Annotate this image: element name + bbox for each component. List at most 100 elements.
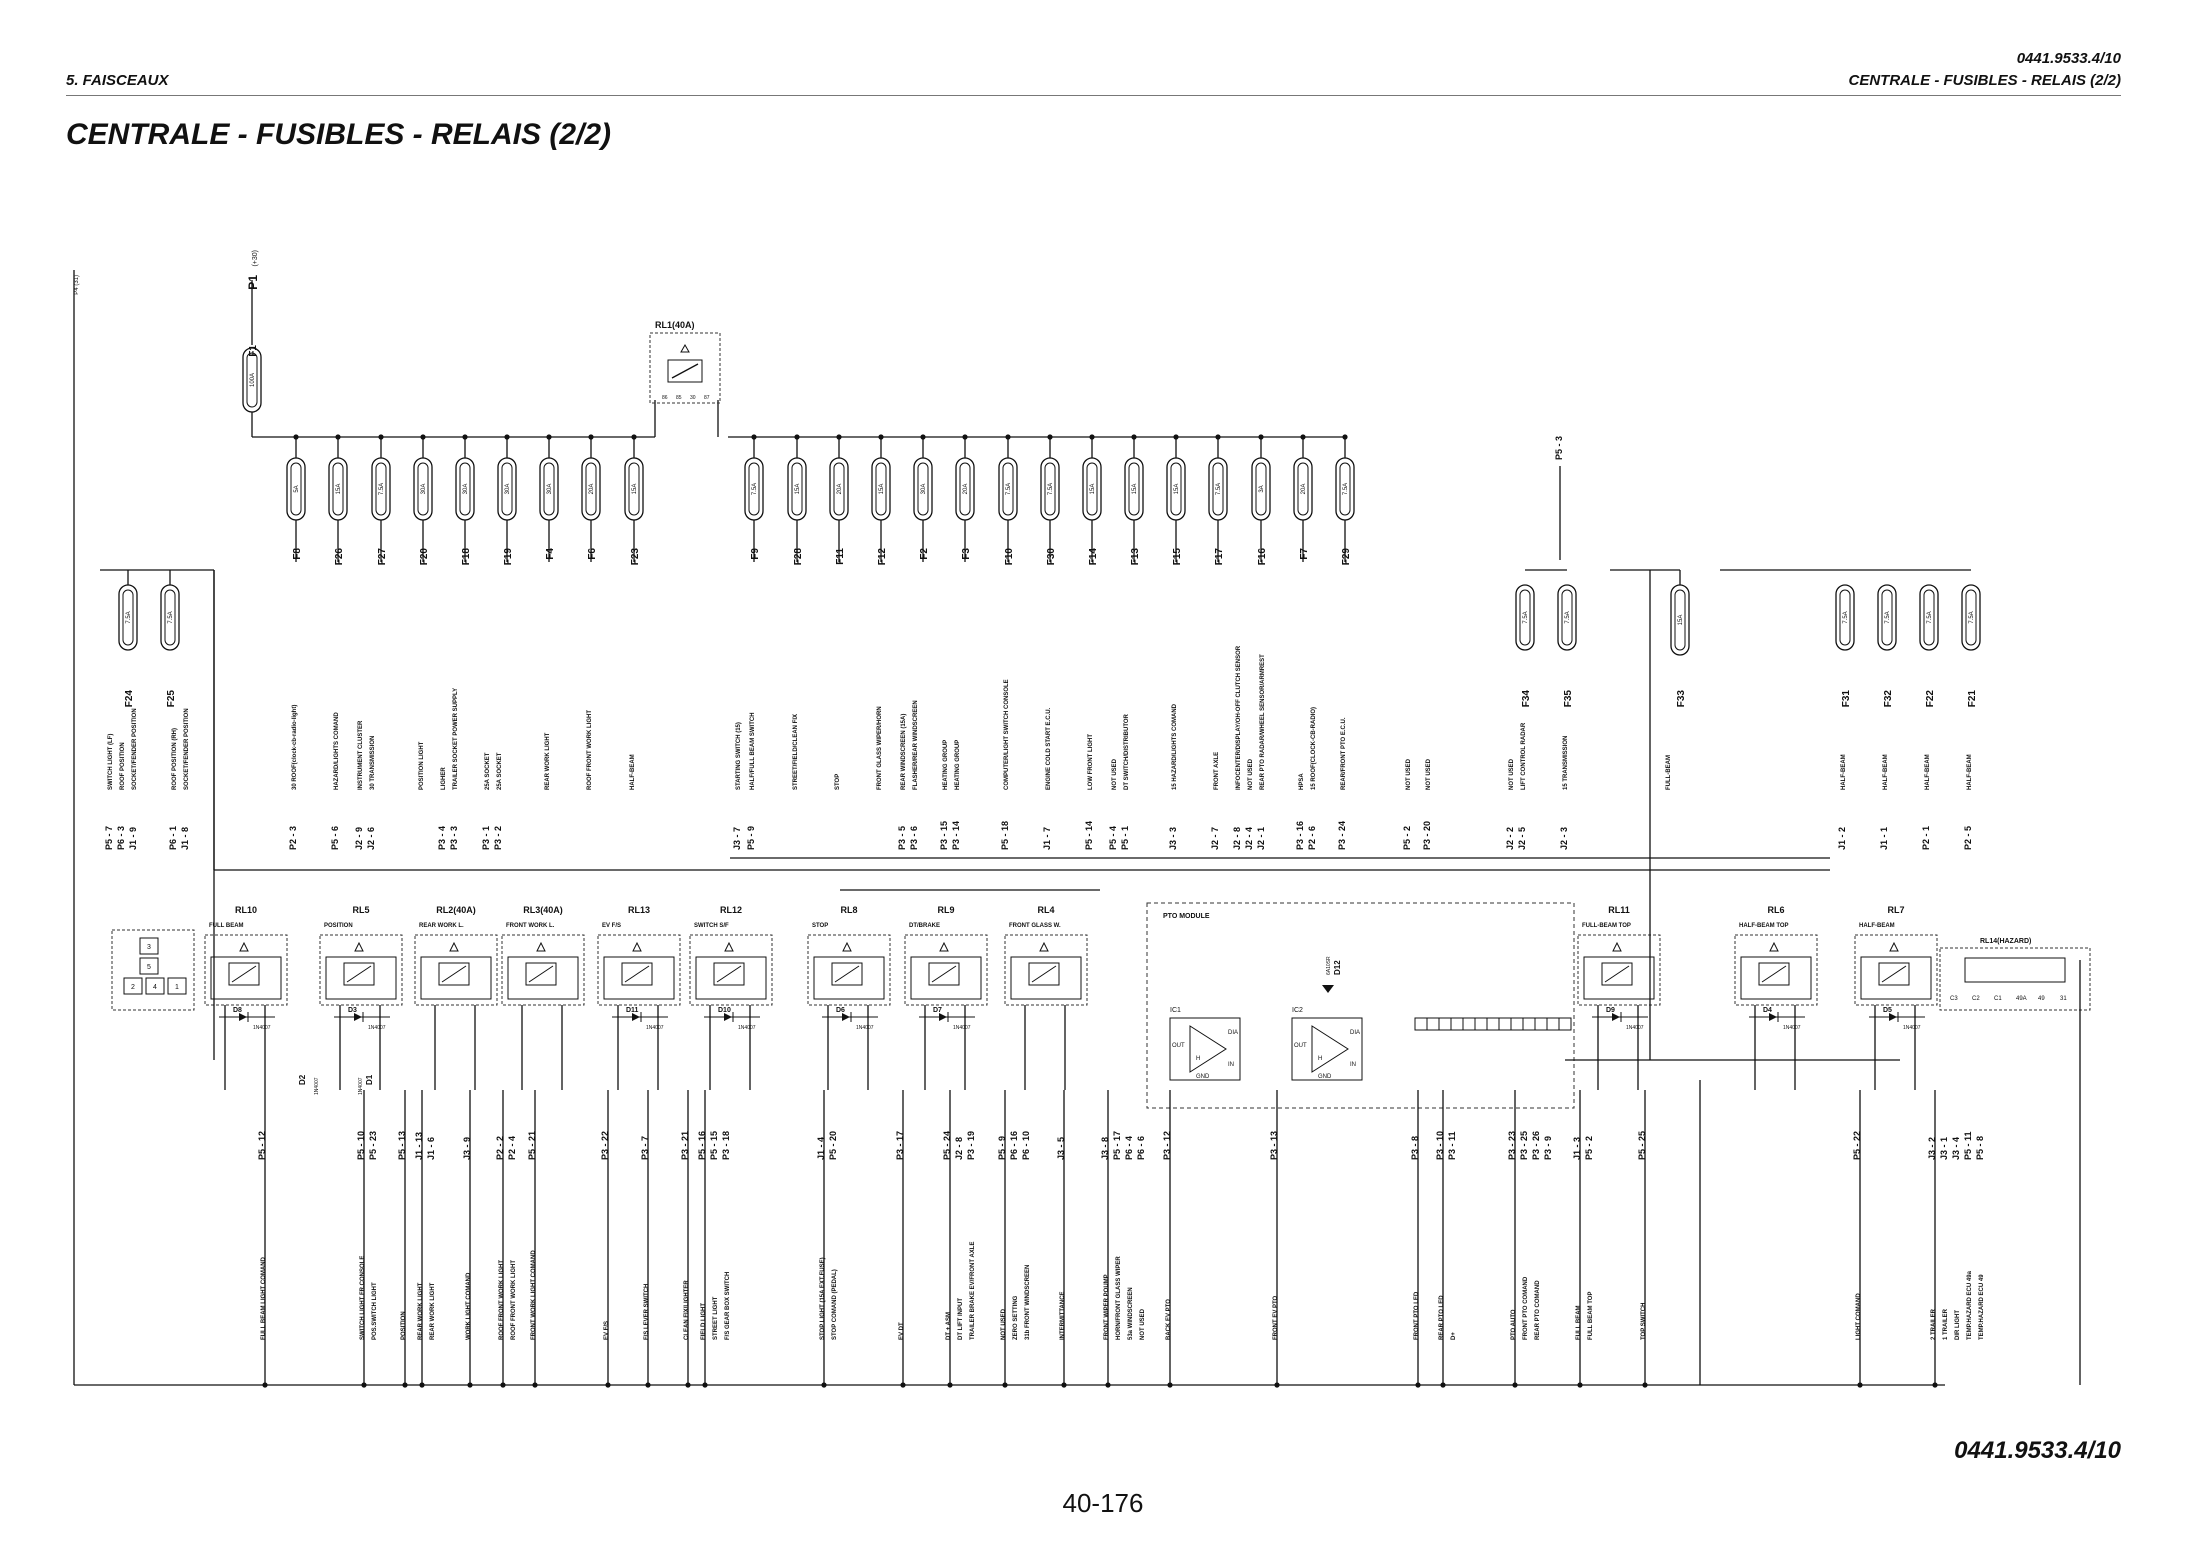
lower-label: F/S GEAR BOX SWITCH — [725, 1272, 731, 1340]
diode-type: 1N4007 — [646, 1025, 664, 1031]
fuse-element — [1128, 462, 1140, 516]
upper-label: STOP — [835, 774, 841, 790]
relay-coil — [228, 962, 260, 986]
diode-name: D6 — [836, 1007, 845, 1014]
lower-pin: P5 - 17 — [1112, 1131, 1122, 1160]
relay-function: HALF-BEAM — [1859, 923, 1895, 929]
relay-function: FULL-BEAM TOP — [1582, 923, 1631, 929]
junction-dot — [504, 434, 510, 440]
upper-pin: P3 - 2 — [493, 826, 503, 850]
rl1-pin: 87 — [704, 395, 710, 401]
fuse-element — [501, 462, 513, 516]
fuse-name: F14 — [1088, 548, 1099, 566]
diode-type: 1N4007 — [368, 1025, 386, 1031]
junction-dot — [1005, 434, 1011, 440]
relay-coil — [438, 962, 470, 986]
ic-opamp — [1311, 1025, 1349, 1073]
upper-label: 15 ROOF(CLOCK-CB-RADIO) — [1311, 707, 1317, 790]
lower-label: FRONT EV PTO — [1273, 1295, 1279, 1340]
upper-label: ROOF POSITION — [120, 742, 126, 790]
fuse-name: F26 — [334, 548, 345, 566]
fuse-rating: 3A — [1259, 485, 1265, 492]
upper-pin: P5 - 9 — [746, 826, 756, 850]
ground-label: P4 (31) — [74, 275, 80, 295]
lower-label: POSITION — [401, 1311, 407, 1340]
upper-label: 25A SOCKET — [485, 752, 491, 790]
junction-dot — [1512, 1382, 1518, 1388]
p5-3-label: P5 - 3 — [1554, 436, 1564, 460]
fuse-element — [290, 462, 302, 516]
page-number: 40-176 — [1062, 1488, 1144, 1518]
relay-name: RL12 — [720, 905, 742, 915]
ic-pin: H — [1196, 1056, 1200, 1062]
relay-contact — [1039, 941, 1049, 952]
pto-terminal — [1486, 1017, 1500, 1031]
junction-dot — [1167, 1382, 1173, 1388]
upper-pin: P6 - 3 — [116, 826, 126, 850]
fuse-rating: 7.5A — [752, 483, 758, 495]
fuse-rating: 20A — [1301, 484, 1307, 495]
ic-pin: IN — [1228, 1062, 1234, 1068]
relay-box — [807, 934, 891, 1006]
connector-cell — [139, 937, 159, 955]
relay-coil-slash — [231, 965, 257, 983]
fuse-rating: 7.5A — [168, 611, 174, 623]
pto-diode-name: D12 — [1333, 960, 1342, 975]
lower-pin: P5 - 23 — [368, 1131, 378, 1160]
lower-label: 31b FRONT WINDSCREEN — [1025, 1265, 1031, 1340]
upper-label: TRAILER SOCKET POWER SUPPLY — [453, 688, 459, 790]
fuse-name: F12 — [877, 548, 888, 566]
lower-pin: J3 - 2 — [1927, 1137, 1937, 1160]
lower-label: FRONT PTO COMAND — [1523, 1276, 1529, 1340]
fuse-rating: 15A — [632, 484, 638, 495]
lower-label: FRONT PTO LED — [1414, 1291, 1420, 1340]
junction-dot — [293, 434, 299, 440]
junction-dot — [1577, 1382, 1583, 1388]
junction-dot — [402, 1382, 408, 1388]
lower-pin: P3 - 8 — [1410, 1136, 1420, 1160]
pto-terminal — [1510, 1017, 1524, 1031]
diode-name: D7 — [933, 1007, 942, 1014]
relay-contact — [632, 941, 642, 952]
fuse-name: F23 — [630, 548, 641, 566]
diode-name: D3 — [348, 1007, 357, 1014]
ic-pin: OUT — [1172, 1043, 1185, 1049]
fuse-rating: 15A — [1174, 484, 1180, 495]
fuse-rating: 7.5A — [1927, 611, 1933, 623]
diode-type: 1N4007 — [1626, 1025, 1644, 1031]
lower-pin: J1 - 13 — [414, 1132, 424, 1160]
upper-pin: P5 - 4 — [1108, 826, 1118, 850]
relay-contact — [724, 941, 734, 952]
junction-dot — [1857, 1382, 1863, 1388]
hazard-pin: 49A — [2016, 996, 2027, 1002]
pto-module-title: PTO MODULE — [1163, 913, 1210, 920]
junction-dot — [335, 434, 341, 440]
upper-pin: J1 - 2 — [1837, 827, 1847, 850]
upper-label: REAR/FRONT PTO E.C.U. — [1341, 717, 1347, 790]
relay-function: FRONT GLASS W. — [1009, 923, 1061, 929]
junction-dot — [588, 434, 594, 440]
fuse-rating: 20A — [963, 484, 969, 495]
lower-pin: P3 - 13 — [1269, 1131, 1279, 1160]
fuse-f23: 15A F23 — [624, 457, 644, 566]
connector-cell-label: 5 — [147, 964, 151, 971]
upper-label: ENGINE COLD START E.C.U. — [1046, 707, 1052, 790]
upper-pin: J2 - 7 — [1210, 827, 1220, 850]
junction-dot — [1415, 1382, 1421, 1388]
junction-dot — [962, 434, 968, 440]
relay-frame — [603, 956, 675, 1000]
fuse-name: F32 — [1883, 690, 1894, 708]
ic-body — [1291, 1017, 1363, 1081]
lower-label: TOP SWITCH — [1641, 1303, 1647, 1340]
fuse-element — [875, 462, 887, 516]
junction-dot — [1131, 434, 1137, 440]
lower-label: STOP COMAND (PEDAL) — [832, 1269, 838, 1340]
